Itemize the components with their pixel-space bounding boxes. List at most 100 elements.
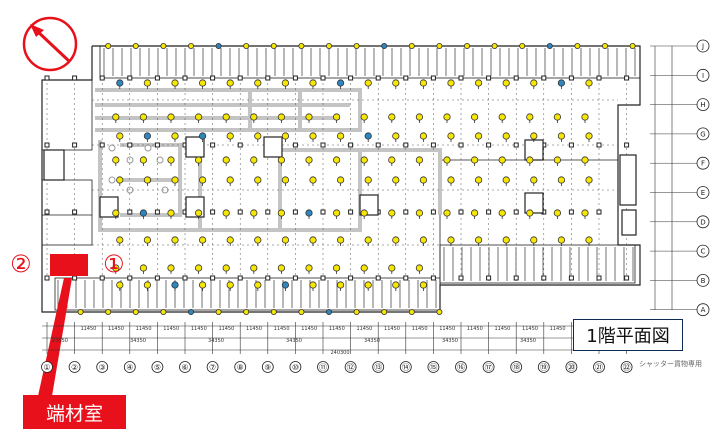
- bay-dimension: 11450: [274, 326, 290, 332]
- group-dimension: 23650: [52, 338, 68, 344]
- axis-label: ⑦: [209, 363, 216, 372]
- marker-2: ②: [10, 250, 32, 278]
- row-bubble: [696, 186, 710, 199]
- axis-label: ④: [126, 363, 133, 372]
- axis-bubble: [261, 361, 274, 373]
- row-label: D: [700, 218, 705, 226]
- axis-label: ①: [43, 363, 50, 372]
- bay-dimension: 11450: [494, 326, 510, 332]
- bay-dimension: 11450: [301, 326, 317, 332]
- axis-label: ⑪: [319, 363, 327, 372]
- axis-bubble: [372, 361, 385, 373]
- axis-label: ⑱: [512, 363, 520, 372]
- axis-bubble: [317, 361, 329, 373]
- axis-label: ③: [99, 363, 106, 372]
- axis-bubble: [96, 361, 109, 373]
- axis-bubble: [537, 361, 550, 373]
- row-bubble: [696, 68, 710, 82]
- axis-bubble: [620, 361, 633, 373]
- axis-label: ⑮: [429, 363, 437, 372]
- footnote: シャッター貨物専用: [639, 360, 702, 368]
- duct-routes: [95, 88, 442, 232]
- axis-bubble: [510, 361, 523, 373]
- row-bubble: [696, 244, 710, 258]
- row-label: F: [701, 160, 705, 168]
- group-dimension: 34350: [520, 338, 536, 344]
- axis-bubble: [593, 361, 605, 373]
- group-dimension: 34350: [208, 338, 224, 344]
- bay-dimension: 11450: [191, 326, 207, 332]
- axis-bubble: [234, 361, 247, 373]
- axis-bubble: [206, 361, 219, 373]
- axis-bubble: [482, 361, 495, 373]
- dimension-labels: 11450 11450 11450 11450 11450 11450 11450 11450…: [52, 326, 566, 356]
- plan-title: 1階平面図: [573, 319, 683, 351]
- axis-label: ⑲: [540, 363, 548, 372]
- axis-label: ⑨: [264, 363, 271, 372]
- bay-dimension: 11450: [439, 326, 455, 332]
- row-bubble: [696, 156, 710, 170]
- axis-bubble: [68, 361, 81, 373]
- axis-label: ⑫: [347, 363, 355, 372]
- row-label: G: [700, 130, 705, 138]
- bay-dimension: 11450: [80, 326, 96, 332]
- bay-dimension: 11450: [412, 326, 428, 332]
- axis-bubble: [123, 361, 136, 373]
- axis-label: ⑧: [237, 363, 244, 372]
- axis-label: ㉑: [595, 363, 603, 372]
- bay-dimension: 11450: [467, 326, 483, 332]
- axis-label: ⑯: [457, 363, 465, 372]
- bay-dimension: 11450: [384, 326, 400, 332]
- axis-label: ⑤: [154, 363, 161, 372]
- group-dimension: 34350: [364, 338, 380, 344]
- waste-room-highlight: [50, 254, 88, 276]
- axis-bubble: [179, 361, 191, 373]
- left-service-rooms: [41, 79, 93, 246]
- group-dimension: 34350: [286, 338, 302, 344]
- marker-1: ①: [103, 250, 125, 278]
- north-arrow-icon: [22, 16, 78, 72]
- row-bubble: [696, 127, 710, 141]
- room-label-scrap-room: 端材室: [23, 395, 126, 429]
- axis-bubble: [399, 361, 412, 373]
- axis-bubble: [455, 361, 467, 373]
- axis-label: ⑥: [181, 363, 188, 372]
- axis-label: ⑩: [292, 363, 299, 372]
- bay-dimension: 11450: [108, 326, 124, 332]
- group-dimension: 34350: [130, 338, 146, 344]
- axis-label: ⑳: [567, 363, 575, 372]
- group-dimension: 34350: [442, 338, 458, 344]
- axis-bubble: [41, 361, 53, 373]
- bay-dimension: 11450: [136, 326, 152, 332]
- axis-bubble: [565, 361, 578, 373]
- axis-bubble: [289, 361, 302, 373]
- light-fixtures: [77, 43, 636, 315]
- row-label: B: [701, 277, 706, 285]
- row-label: I: [702, 72, 704, 80]
- axis-label: ⑭: [402, 363, 410, 372]
- overall-dimension: 240300: [330, 350, 349, 356]
- bay-dimension: 11450: [163, 326, 179, 332]
- bay-dimension: 11450: [356, 326, 372, 332]
- row-label: J: [701, 43, 704, 51]
- bay-dimension: 11450: [550, 326, 566, 332]
- row-label: E: [701, 189, 705, 197]
- axis-bubble: [427, 361, 440, 373]
- axis-label: ⑰: [485, 363, 493, 372]
- row-bubble: [696, 273, 710, 287]
- row-bubble: [696, 303, 710, 317]
- axis-bubble: [344, 361, 357, 373]
- axis-label: ㉒: [623, 363, 631, 372]
- bay-dimension: 11450: [246, 326, 262, 332]
- axis-bubble: [151, 361, 164, 373]
- bay-dimension: 11450: [329, 326, 345, 332]
- bay-dimension: 11450: [522, 326, 538, 332]
- axis-label: ②: [71, 363, 78, 372]
- row-label: H: [700, 101, 705, 109]
- bay-dimension: 11450: [218, 326, 234, 332]
- row-bubble: [696, 39, 710, 53]
- row-bubble: [696, 98, 710, 111]
